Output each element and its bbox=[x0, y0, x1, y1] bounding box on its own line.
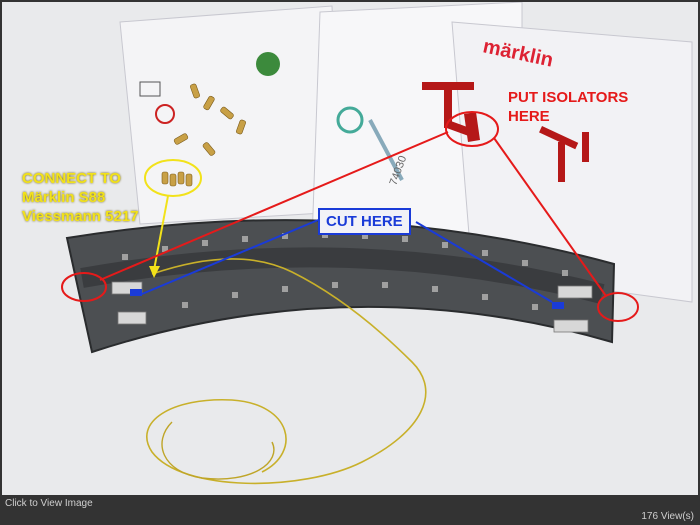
photo-illustration: märklin 74030 bbox=[61, 2, 693, 485]
annotation-cut: CUT HERE bbox=[318, 208, 411, 235]
annotation-isolators: PUT ISOLATORS HERE bbox=[508, 89, 629, 125]
track-photo[interactable]: märklin 74030 bbox=[2, 2, 698, 495]
image-footer: Click to View Image 176 View(s) bbox=[0, 495, 700, 525]
view-count: 176 View(s) bbox=[641, 511, 694, 522]
annotation-connect: CONNECT TO Märklin S88 Viessmann 5217 bbox=[22, 170, 139, 225]
click-to-view-link[interactable]: Click to View Image bbox=[5, 498, 93, 509]
